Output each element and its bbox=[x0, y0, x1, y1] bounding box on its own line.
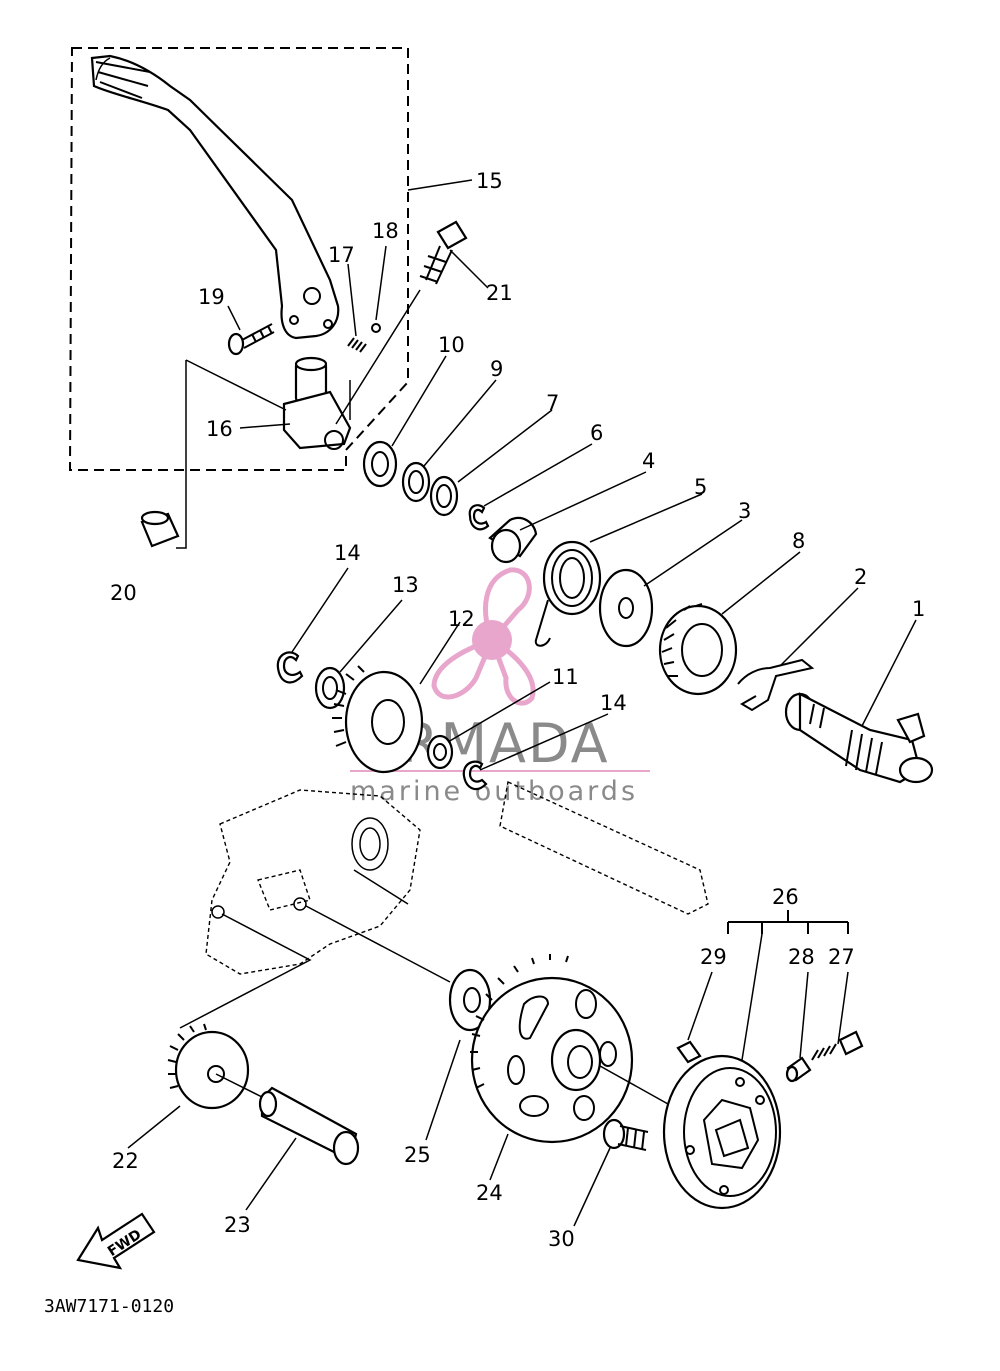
circlip-14-lower bbox=[462, 760, 488, 791]
callout-14-lower: 14 bbox=[600, 691, 627, 715]
callout-8: 8 bbox=[792, 529, 805, 553]
callout-20: 20 bbox=[110, 581, 137, 605]
bushing-20 bbox=[140, 510, 180, 548]
kick-lever-assembly-boundary bbox=[68, 47, 409, 471]
leader-26 bbox=[741, 933, 763, 1061]
ball-18 bbox=[371, 323, 381, 333]
screw-19 bbox=[227, 323, 275, 356]
washer-9 bbox=[401, 461, 431, 503]
callout-23: 23 bbox=[224, 1213, 251, 1237]
callout-22: 22 bbox=[112, 1149, 139, 1173]
callout-28: 28 bbox=[788, 945, 815, 969]
bolt-30 bbox=[602, 1118, 649, 1151]
callout-30: 30 bbox=[548, 1227, 575, 1251]
kick-crank-lever bbox=[90, 54, 340, 340]
callout-3: 3 bbox=[738, 499, 751, 523]
spring-guide-4 bbox=[488, 516, 538, 564]
callout-10: 10 bbox=[438, 333, 465, 357]
clip-2 bbox=[737, 658, 815, 712]
callout-9: 9 bbox=[490, 357, 503, 381]
propeller-logo-icon bbox=[431, 567, 536, 706]
torsion-spring-5 bbox=[534, 540, 602, 647]
callouts: 1 2 3 4 5 6 7 8 9 10 11 12 13 14 14 15 1… bbox=[110, 169, 925, 1251]
callout-14-upper: 14 bbox=[334, 541, 361, 565]
diagram-code: 3AW7171-0120 bbox=[44, 1296, 174, 1317]
callout-12: 12 bbox=[448, 607, 475, 631]
callout-17: 17 bbox=[328, 243, 355, 267]
callout-5: 5 bbox=[694, 475, 707, 499]
spring-17 bbox=[347, 337, 367, 353]
callout-27: 27 bbox=[828, 945, 855, 969]
callout-19: 19 bbox=[198, 285, 225, 309]
ratchet-wheel-8 bbox=[658, 603, 738, 696]
callout-7: 7 bbox=[546, 391, 559, 415]
kick-axle-1 bbox=[784, 692, 934, 784]
oil-seal-10 bbox=[362, 440, 398, 488]
plunger-28 bbox=[785, 1056, 812, 1083]
callout-4: 4 bbox=[642, 449, 655, 473]
spring-27 bbox=[811, 1030, 864, 1061]
callout-15: 15 bbox=[476, 169, 503, 193]
leader-27 bbox=[837, 971, 849, 1045]
watermark-subtitle: marine outboards bbox=[350, 776, 638, 807]
callout-16: 16 bbox=[206, 417, 233, 441]
callout-18: 18 bbox=[372, 219, 399, 243]
washer-7 bbox=[429, 475, 459, 517]
kick-idle-gear-12 bbox=[332, 665, 424, 774]
forward-arrow-icon: FWD bbox=[76, 1212, 156, 1270]
gear-22 bbox=[167, 1023, 265, 1110]
washer-11 bbox=[426, 734, 454, 770]
pin-29 bbox=[676, 1040, 702, 1064]
callout-25: 25 bbox=[404, 1143, 431, 1167]
bracket-26 bbox=[727, 910, 849, 934]
washer-13 bbox=[314, 666, 346, 710]
callout-26: 26 bbox=[772, 885, 799, 909]
circlip-6 bbox=[468, 504, 490, 531]
callout-1: 1 bbox=[912, 597, 925, 621]
starter-wheel-gear-24 bbox=[470, 954, 669, 1144]
leader-shaft-25 bbox=[305, 905, 451, 983]
callout-11: 11 bbox=[552, 665, 579, 689]
leader-28 bbox=[799, 971, 809, 1059]
washer-3 bbox=[598, 568, 654, 648]
leader-crank-22 bbox=[179, 913, 312, 1029]
one-way-clutch-assembly-26 bbox=[662, 1054, 782, 1210]
washer-25 bbox=[448, 968, 492, 1032]
callout-6: 6 bbox=[590, 421, 603, 445]
callout-leaders bbox=[127, 179, 917, 1227]
shaft-outline bbox=[499, 780, 709, 915]
callout-13: 13 bbox=[392, 573, 419, 597]
callout-2: 2 bbox=[854, 565, 867, 589]
bolt-21 bbox=[419, 220, 468, 285]
leader-21 bbox=[335, 289, 421, 425]
callout-24: 24 bbox=[476, 1181, 503, 1205]
circlip-14-upper bbox=[276, 651, 304, 684]
leader-16-20 bbox=[176, 359, 287, 549]
shaft-23 bbox=[258, 1086, 360, 1166]
callout-21: 21 bbox=[486, 281, 513, 305]
kick-lever-boss bbox=[282, 356, 352, 450]
callout-29: 29 bbox=[700, 945, 727, 969]
crankcase-outline bbox=[205, 789, 421, 975]
leader-29 bbox=[687, 971, 713, 1041]
